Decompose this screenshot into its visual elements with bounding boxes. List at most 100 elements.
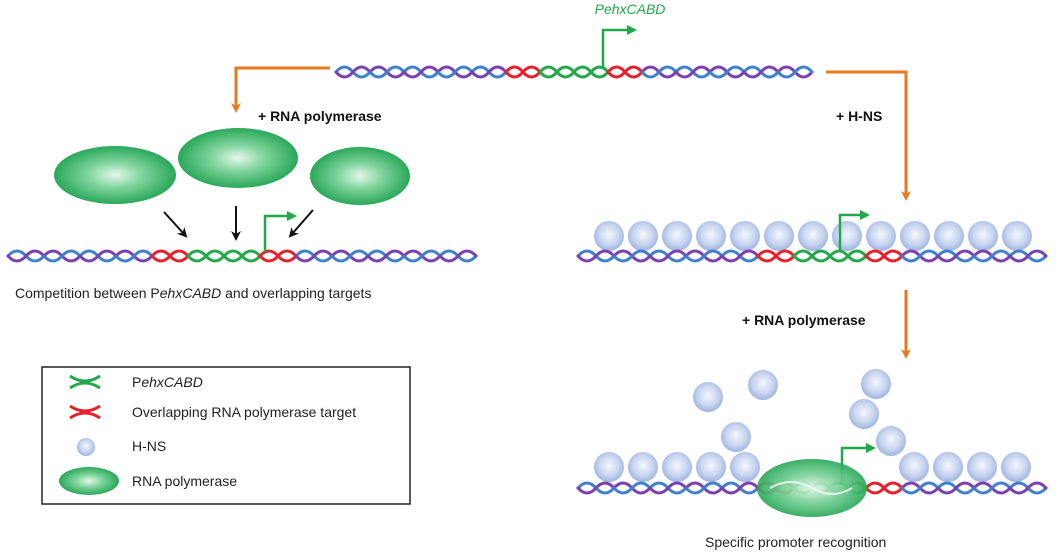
hns-protein bbox=[662, 452, 692, 482]
hns-released bbox=[693, 369, 906, 456]
helix-strand-b bbox=[368, 65, 406, 79]
dna-through-polymerase bbox=[769, 481, 853, 495]
arrow-add-hns bbox=[826, 70, 911, 201]
helix-strand-b bbox=[366, 249, 406, 263]
rna-polymerase-1 bbox=[54, 146, 176, 204]
helix-strand-b bbox=[742, 65, 780, 79]
rna-polymerase-3 bbox=[310, 147, 410, 205]
hns-protein-icon bbox=[77, 438, 95, 456]
helix-strand-b bbox=[708, 65, 746, 79]
helix-strand-b bbox=[936, 249, 976, 263]
hns-protein bbox=[696, 221, 726, 251]
helix-strand-b bbox=[334, 65, 372, 79]
hns-protein bbox=[721, 422, 751, 452]
rna-polymerase-icon bbox=[59, 467, 119, 495]
helix-strand-b bbox=[674, 65, 712, 79]
helix-strand-b bbox=[538, 65, 576, 79]
legend-label-polymerase: RNA polymerase bbox=[132, 473, 237, 489]
hns-protein bbox=[861, 369, 891, 399]
binding-arrow-1 bbox=[163, 211, 188, 238]
helix-strand-b bbox=[756, 249, 796, 263]
legend-label-hns: H-NS bbox=[132, 438, 166, 454]
helix-strand-b bbox=[504, 65, 542, 79]
helix-strand-b bbox=[900, 249, 940, 263]
hns-protein bbox=[968, 221, 998, 251]
legend-label-overlap: Overlapping RNA polymerase target bbox=[132, 404, 356, 420]
helix-strand-b bbox=[684, 249, 724, 263]
hns-protein bbox=[662, 221, 692, 251]
hns-row-remaining bbox=[594, 452, 1031, 482]
helix-strand-b bbox=[720, 249, 760, 263]
transcription-start-arrow bbox=[838, 210, 870, 252]
helix-strand-b bbox=[186, 249, 226, 263]
binding-arrow-3 bbox=[288, 209, 314, 238]
hns-protein bbox=[798, 221, 828, 251]
helix-strand-b bbox=[606, 65, 644, 79]
helix-strand-b bbox=[150, 249, 190, 263]
helix-strand-b bbox=[648, 249, 688, 263]
helix-strand-b bbox=[438, 249, 478, 263]
red-dna-segment-icon bbox=[69, 404, 101, 420]
helix-strand-b bbox=[436, 65, 474, 79]
caption-specific-recognition: Specific promoter recognition bbox=[705, 534, 886, 550]
caption-competition: Competition between PehxCABD and overlap… bbox=[15, 285, 371, 301]
helix-strand-b bbox=[776, 65, 814, 79]
legend-item-overlap: Overlapping RNA polymerase target bbox=[69, 404, 356, 420]
hns-protein bbox=[764, 221, 794, 251]
helix-strand-b bbox=[864, 249, 904, 263]
helix-strand-b bbox=[612, 249, 652, 263]
helix-strand-b bbox=[78, 249, 118, 263]
rna-polymerase-2 bbox=[178, 128, 298, 188]
helix-strand-b bbox=[720, 481, 760, 495]
helix-strand-b bbox=[576, 249, 616, 263]
hns-protein bbox=[849, 399, 879, 429]
hns-protein bbox=[730, 452, 760, 482]
helix-strand-b bbox=[828, 249, 868, 263]
hns-protein bbox=[1001, 452, 1031, 482]
helix-strand-b bbox=[936, 481, 976, 495]
transcription-start-arrow bbox=[601, 25, 637, 68]
hns-protein bbox=[693, 382, 723, 412]
dna-strand-initial bbox=[334, 25, 814, 79]
helix-strand-b bbox=[402, 249, 442, 263]
helix-strand-b bbox=[640, 65, 678, 79]
helix-strand-b bbox=[258, 249, 298, 263]
helix-strand-b bbox=[576, 481, 616, 495]
dna-strand-hns-bound bbox=[576, 210, 1048, 263]
helix-strand-b bbox=[684, 481, 724, 495]
helix-strand-b bbox=[972, 249, 1012, 263]
legend-item-promoter: PehxCABD bbox=[69, 374, 203, 390]
hns-protein bbox=[933, 452, 963, 482]
hns-protein bbox=[696, 452, 726, 482]
legend-label-promoter: PehxCABD bbox=[132, 374, 203, 390]
hns-protein bbox=[628, 452, 658, 482]
hns-protein bbox=[628, 221, 658, 251]
helix-strand-b bbox=[294, 249, 334, 263]
hns-protein bbox=[967, 452, 997, 482]
transcription-start-arrow bbox=[263, 211, 297, 252]
label-add-rna-polymerase-left: + RNA polymerase bbox=[258, 108, 382, 124]
green-dna-segment-icon bbox=[69, 374, 101, 390]
helix-strand-b bbox=[612, 481, 652, 495]
hns-protein bbox=[876, 426, 906, 456]
legend-item-polymerase: RNA polymerase bbox=[59, 467, 237, 495]
helix-strand-b bbox=[1008, 481, 1048, 495]
arrow-add-rna-polymerase-left bbox=[231, 66, 330, 113]
helix-strand-b bbox=[972, 481, 1012, 495]
helix-strand-b bbox=[42, 249, 82, 263]
helix-strand-b bbox=[222, 249, 262, 263]
hns-protein bbox=[748, 370, 778, 400]
hns-protein bbox=[866, 221, 896, 251]
dna-strand-competition bbox=[6, 211, 478, 263]
hns-protein bbox=[594, 452, 624, 482]
hns-row-bound bbox=[594, 221, 1032, 251]
hns-protein bbox=[730, 221, 760, 251]
hns-protein bbox=[899, 452, 929, 482]
helix-strand-b bbox=[114, 249, 154, 263]
label-add-hns: + H-NS bbox=[836, 108, 882, 124]
promoter-label: PehxCABD bbox=[595, 1, 666, 17]
hns-protein bbox=[934, 221, 964, 251]
hns-protein bbox=[832, 221, 862, 251]
helix-strand-b bbox=[330, 249, 370, 263]
